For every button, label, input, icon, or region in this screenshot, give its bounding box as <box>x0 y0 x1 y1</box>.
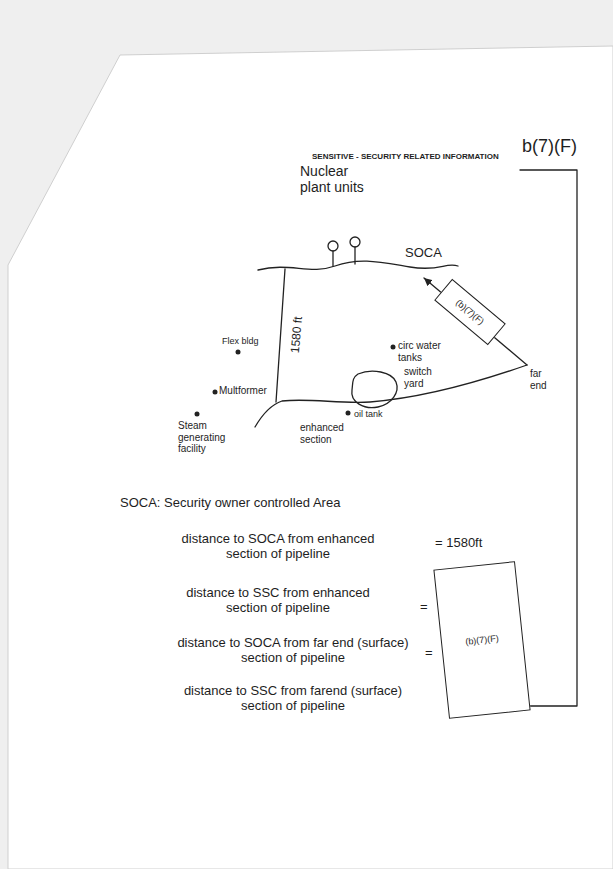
redaction-text: (b)(7)(F) <box>454 297 486 326</box>
distance-note: distance to SOCA from enhanced section o… <box>168 532 388 562</box>
facility-label: Multformer <box>219 385 267 397</box>
pipeline-label: far end <box>530 368 560 391</box>
redaction-code: b(7)(F) <box>522 136 577 157</box>
site-dot <box>391 345 396 350</box>
paper-sheet <box>8 46 613 869</box>
redacted-box: (b)(7)(F) <box>433 561 530 719</box>
site-dot <box>213 390 218 395</box>
site-dot <box>346 411 351 416</box>
distance-value: = 1580ft <box>435 536 482 551</box>
distance-note: distance to SOCA from far end (surface) … <box>168 636 418 666</box>
pipeline-label: enhanced section <box>300 422 352 445</box>
facility-label: switch yard <box>404 366 444 389</box>
security-marking: SENSITIVE - SECURITY RELATED INFORMATION <box>312 152 499 161</box>
pipeline-route <box>255 365 527 427</box>
dimension-label: 1580 ft <box>289 316 306 354</box>
definition-note: SOCA: Security owner controlled Area <box>120 496 340 511</box>
soca-boundary <box>258 261 458 270</box>
area-label: SOCA <box>405 246 442 261</box>
site-dot <box>195 412 200 417</box>
switch-yard-outline <box>352 371 397 407</box>
distance-value: = <box>425 646 433 661</box>
surface-pipeline-arrow <box>424 278 527 365</box>
plant-unit-stem <box>354 247 355 264</box>
distance-value: = <box>420 600 428 615</box>
facility-label: circ water tanks <box>398 340 458 363</box>
distance-note: distance to SSC from enhanced section of… <box>168 586 388 616</box>
area-label: Nuclear plant units <box>300 163 380 195</box>
facility-label: Flex bldg <box>222 336 259 346</box>
redaction-bracket <box>520 170 577 706</box>
redacted-box: (b)(7)(F) <box>434 279 506 345</box>
plant-unit <box>350 237 360 247</box>
site-dot <box>236 350 241 355</box>
redaction-text: (b)(7)(F) <box>465 633 499 646</box>
distance-line <box>276 269 285 402</box>
facility-label: Steam generating facility <box>178 420 248 455</box>
plant-unit-stem <box>332 251 333 266</box>
distance-note: distance to SSC from farend (surface) se… <box>168 684 418 714</box>
facility-label: oil tank <box>354 409 383 419</box>
plant-unit <box>328 241 338 251</box>
